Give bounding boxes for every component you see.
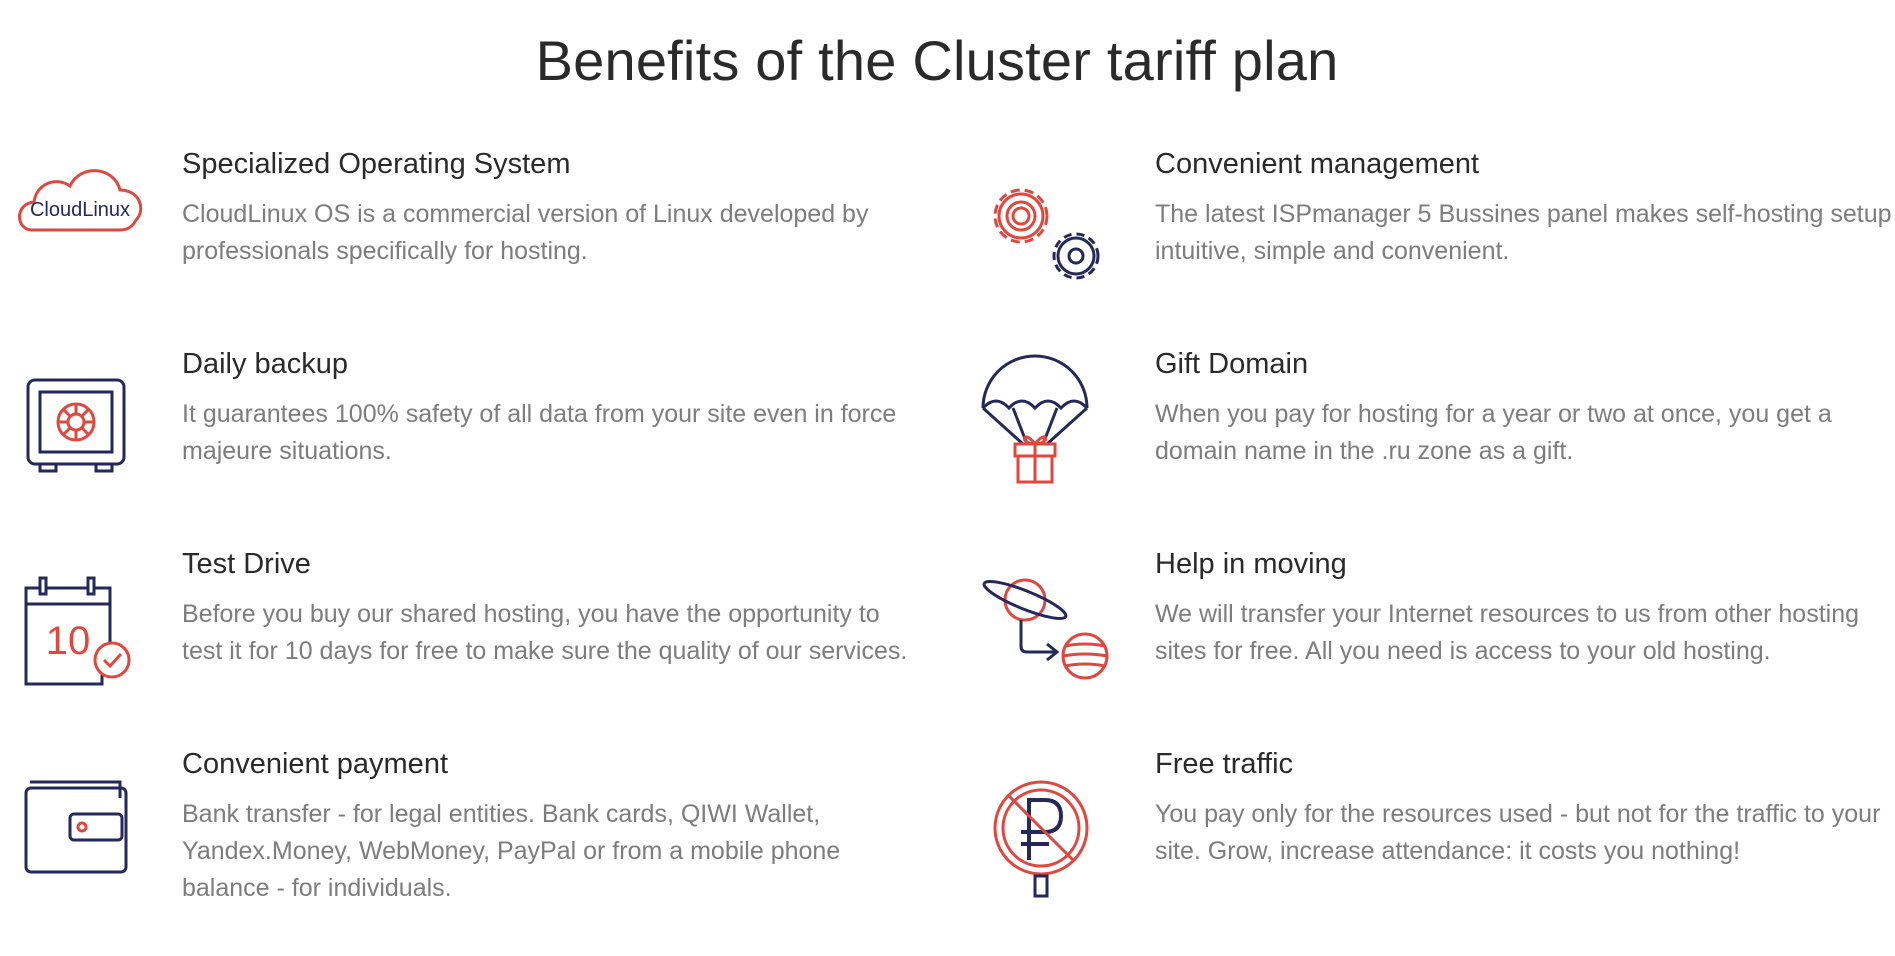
- feature-title: Convenient payment: [182, 748, 448, 780]
- feature-convenient-management: Convenient management The latest ISPmana…: [983, 148, 1892, 338]
- calendar-number: 10: [46, 619, 91, 663]
- feature-help-in-moving: Help in moving We will transfer your Int…: [982, 548, 1859, 738]
- feature-description: It guarantees 100% safety of all data fr…: [182, 400, 897, 465]
- feature-description: When you pay for hosting for a year or t…: [1155, 400, 1832, 465]
- feature-daily-backup: Daily backup It guarantees 100% safety o…: [10, 348, 896, 538]
- feature-description: You pay only for the resources used - bu…: [1155, 800, 1881, 865]
- feature-title: Help in moving: [1155, 548, 1347, 580]
- feature-description: The latest ISPmanager 5 Bussines panel m…: [1155, 200, 1892, 265]
- cloudlinux-logo-text: CloudLinux: [30, 199, 130, 221]
- feature-title: Daily backup: [182, 348, 349, 380]
- wallet-icon: [10, 748, 150, 888]
- planets-transfer-icon: [982, 548, 1123, 688]
- no-ruble-sign-icon: [983, 748, 1123, 898]
- feature-title: Convenient management: [1155, 148, 1480, 180]
- feature-title: Gift Domain: [1155, 348, 1309, 380]
- feature-description: Before you buy our shared hosting, you h…: [182, 600, 908, 665]
- feature-title: Specialized Operating System: [182, 148, 571, 180]
- page-title: Benefits of the Cluster tariff plan: [535, 29, 1339, 92]
- feature-specialized-os: CloudLinux Specialized Operating System …: [10, 148, 868, 338]
- feature-description: Bank transfer - for legal entities. Bank…: [182, 800, 841, 902]
- safe-icon: [10, 348, 150, 488]
- gears-icon: [983, 148, 1123, 288]
- feature-title: Test Drive: [182, 548, 311, 580]
- feature-convenient-payment: Convenient payment Bank transfer - for l…: [10, 748, 840, 938]
- calendar-check-icon: 10: [10, 548, 150, 688]
- feature-description: We will transfer your Internet resources…: [1155, 600, 1860, 665]
- cloudlinux-logo-icon: CloudLinux: [10, 148, 150, 288]
- feature-test-drive: 10 Test Drive Before you buy our shared …: [10, 548, 907, 738]
- feature-free-traffic: Free traffic You pay only for the resour…: [983, 748, 1880, 938]
- feature-description: CloudLinux OS is a commercial version of…: [182, 200, 869, 265]
- parachute-gift-icon: [981, 348, 1123, 488]
- feature-title: Free traffic: [1155, 748, 1294, 780]
- feature-gift-domain: Gift Domain When you pay for hosting for…: [981, 348, 1832, 538]
